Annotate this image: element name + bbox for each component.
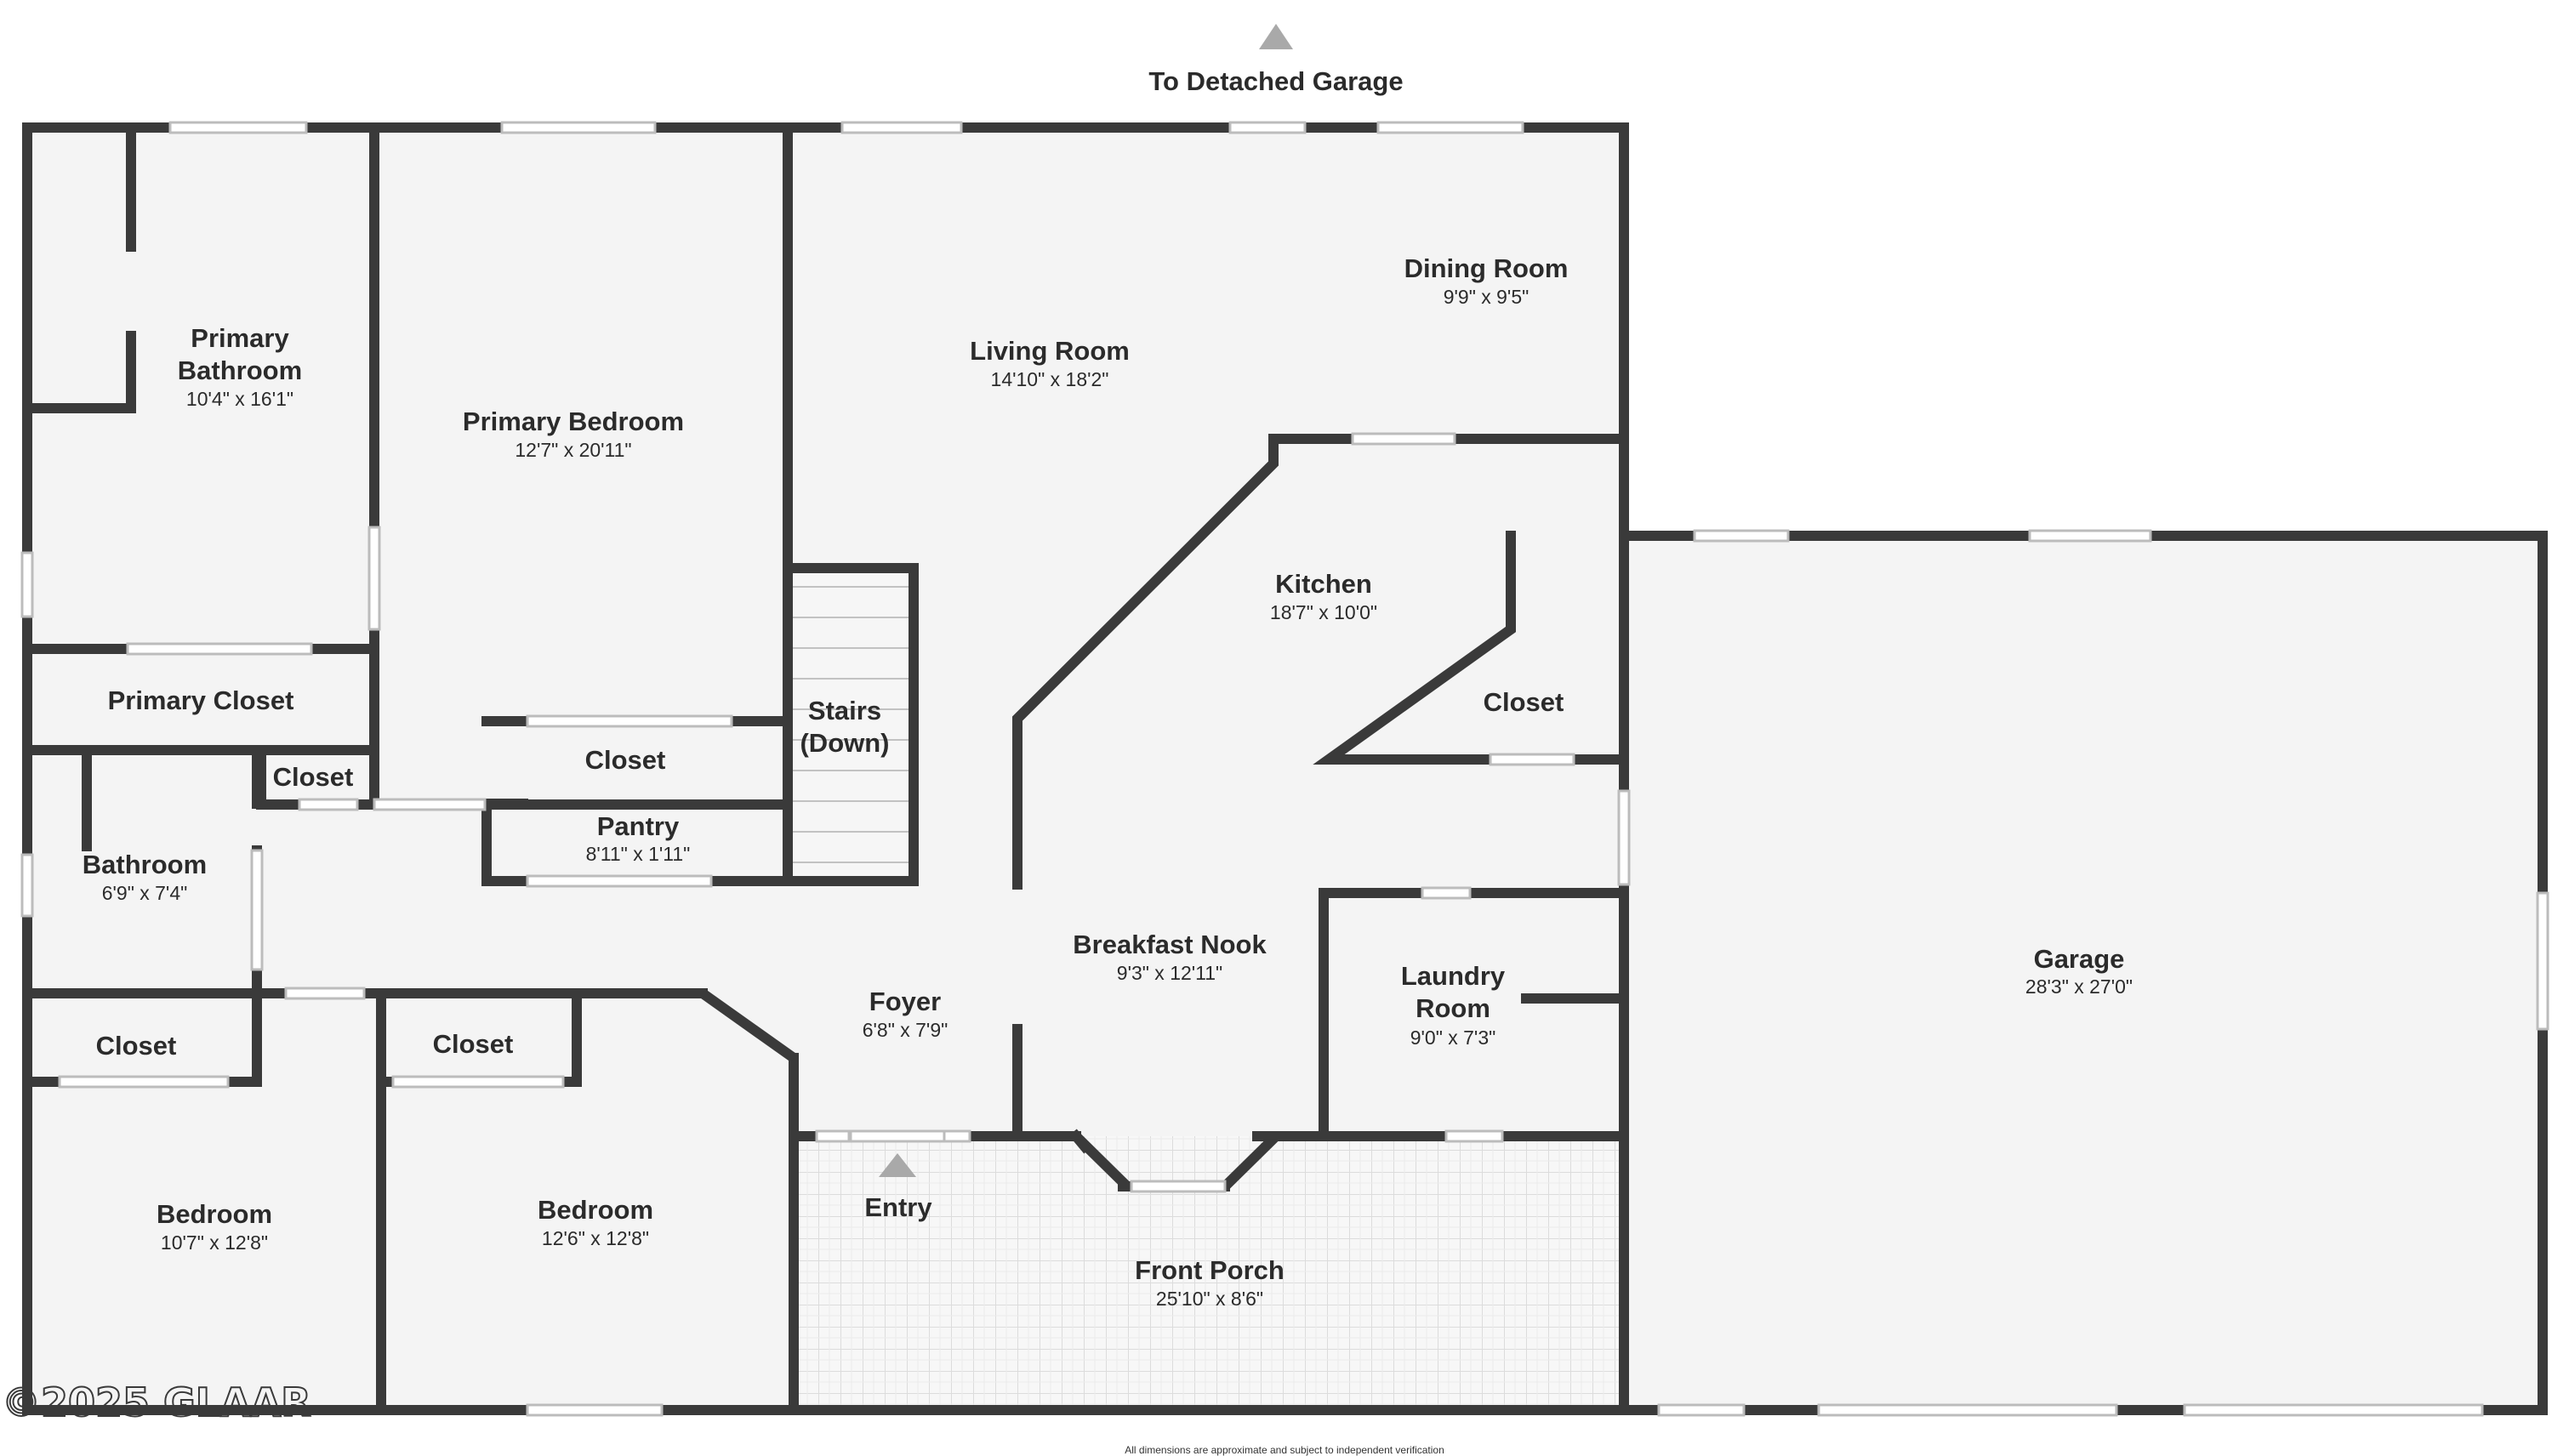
pantry-name: Pantry [597, 811, 680, 841]
breakfast-nook-dims: 9'3" x 12'11" [1117, 962, 1222, 984]
up-arrow-icon [1259, 24, 1293, 49]
front-porch-dims: 25'10" x 8'6" [1156, 1288, 1263, 1310]
laundry-room-name-1: Laundry [1401, 961, 1506, 991]
front-porch-name: Front Porch [1135, 1255, 1285, 1285]
bay-window-walls [699, 989, 1280, 1191]
bathroom-dims: 6'9" x 7'4" [102, 882, 188, 904]
dining-room-name: Dining Room [1404, 253, 1569, 283]
hall-closet-name: Closet [273, 762, 354, 792]
walls [22, 122, 2548, 1415]
primary-bathroom-name-1: Primary [191, 323, 289, 353]
center-closet-name: Closet [585, 745, 666, 775]
dining-room-dims: 9'9" x 9'5" [1444, 286, 1529, 308]
living-room-dims: 14'10" x 18'2" [991, 368, 1109, 390]
foyer-dims: 6'8" x 7'9" [863, 1019, 948, 1041]
breakfast-nook-name: Breakfast Nook [1073, 930, 1267, 959]
bedroom-mid-name: Bedroom [538, 1195, 653, 1225]
primary-bedroom-dims: 12'7" x 20'11" [515, 439, 631, 461]
bedroom-mid-dims: 12'6" x 12'8" [542, 1227, 649, 1249]
left-closet-name: Closet [96, 1031, 177, 1061]
primary-bathroom-dims: 10'4" x 16'1" [186, 388, 293, 410]
garage-dims: 28'3" x 27'0" [2025, 975, 2133, 998]
primary-closet-name: Primary Closet [108, 685, 294, 715]
foyer-name: Foyer [869, 987, 941, 1016]
bedroom-left-dims: 10'7" x 12'8" [161, 1231, 268, 1254]
laundry-room-name-2: Room [1416, 993, 1490, 1023]
bathroom-name: Bathroom [83, 850, 207, 879]
bedroom-left-name: Bedroom [157, 1199, 272, 1229]
kitchen-closet-name: Closet [1484, 687, 1564, 717]
pantry-dims: 8'11" x 1'11" [586, 843, 691, 865]
kitchen-name: Kitchen [1275, 569, 1372, 599]
primary-bathroom-name-2: Bathroom [178, 355, 302, 385]
living-room-name: Living Room [970, 336, 1130, 366]
kitchen-dims: 18'7" x 10'0" [1270, 601, 1377, 623]
stairs-name-2: (Down) [800, 728, 889, 758]
laundry-room-dims: 9'0" x 7'3" [1410, 1027, 1496, 1049]
entry-arrow-icon [879, 1153, 916, 1177]
garage-name: Garage [2034, 944, 2125, 974]
mid-closet-name: Closet [433, 1029, 514, 1059]
stair-treads [793, 568, 914, 881]
footer-note: All dimensions are approximate and subje… [1125, 1444, 1444, 1456]
detached-garage-label: To Detached Garage [1148, 66, 1403, 96]
floor-areas [27, 128, 2543, 1410]
stairs-name-1: Stairs [808, 696, 881, 725]
primary-bedroom-name: Primary Bedroom [463, 407, 684, 436]
windows [20, 121, 2549, 1417]
entry-name: Entry [864, 1192, 932, 1222]
watermark: ©2025 GLAAR [2, 1379, 311, 1425]
